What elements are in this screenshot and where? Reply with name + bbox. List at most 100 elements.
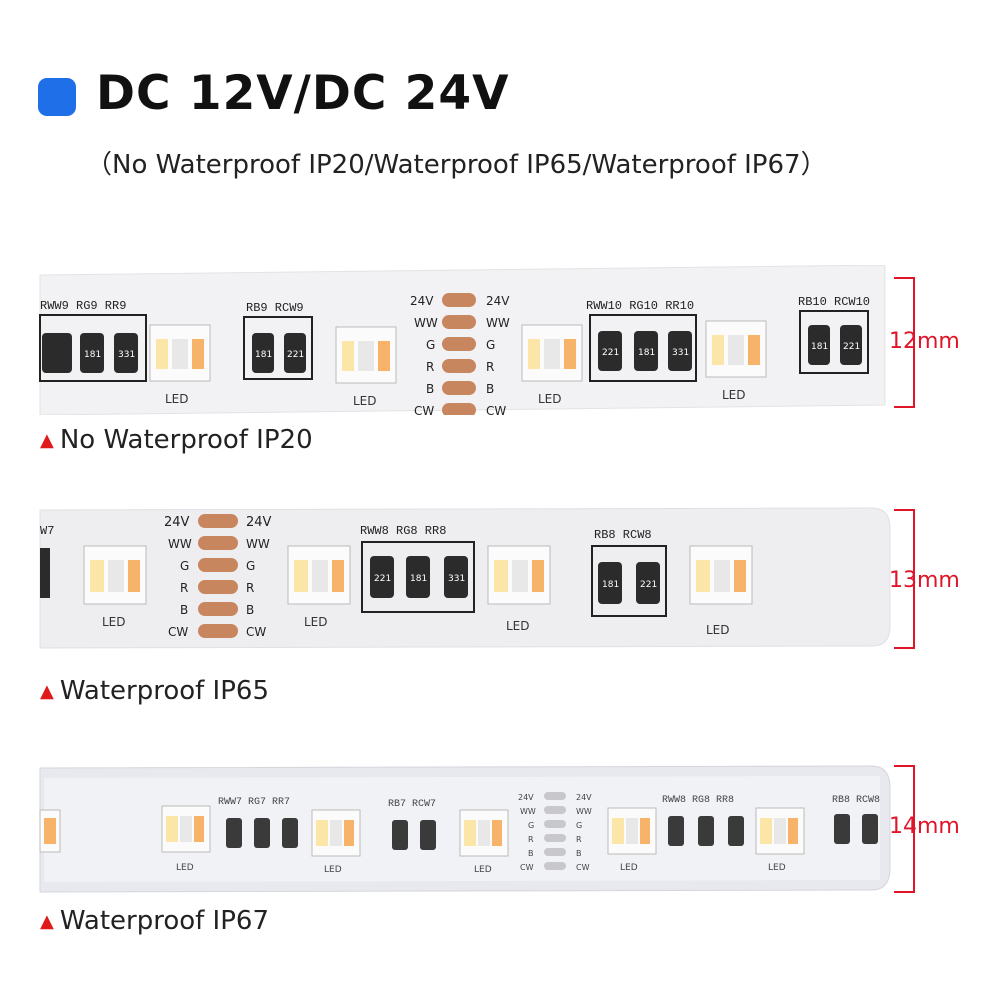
led-label: LED xyxy=(620,863,638,873)
resistor-code: 221 xyxy=(640,580,657,590)
strip-label: W7 xyxy=(40,524,54,538)
dimension-bracket xyxy=(894,765,915,893)
resistor-code: 221 xyxy=(843,342,860,352)
pad-label: 24V xyxy=(486,294,510,308)
triangle-icon: ▲ xyxy=(40,681,54,702)
strip-label: RWW9 RG9 RR9 xyxy=(40,299,126,313)
resistor-code: 331 xyxy=(118,350,135,360)
pad-label: G xyxy=(426,338,435,352)
resistor-code: 181 xyxy=(602,580,619,590)
led-chip: LED xyxy=(521,324,583,406)
resistor-group xyxy=(226,818,298,848)
pad-label: B xyxy=(528,849,534,858)
led-chip: LED xyxy=(689,545,753,637)
led-label: LED xyxy=(538,392,562,406)
resistor-code: 221 xyxy=(287,350,304,360)
strip-label: RWW10 RG10 RR10 xyxy=(586,299,694,313)
pad-label: CW xyxy=(246,625,266,639)
led-chip xyxy=(39,809,61,853)
strip-ip67: RWW7 RG7 RR7 RB7 RCW7 RWW8 RG8 RR8 RB8 R… xyxy=(0,760,1000,936)
resistor-group: 181 221 xyxy=(591,545,667,617)
led-chip: LED xyxy=(755,807,805,873)
pad-label: 24V xyxy=(246,515,272,530)
strip-label: RB7 RCW7 xyxy=(388,799,436,810)
resistor-code: 221 xyxy=(602,348,619,358)
resistor-code: 331 xyxy=(448,574,465,584)
led-chip: LED xyxy=(83,545,147,629)
resistor-group: 221 181 331 xyxy=(361,541,475,613)
pad-label: B xyxy=(576,849,582,858)
pad-label: G xyxy=(246,559,255,573)
dimension-bracket xyxy=(894,277,915,408)
strip-label: RB8 RCW8 xyxy=(832,795,880,806)
strip-caption: ▲Waterproof IP67 xyxy=(40,906,269,936)
led-label: LED xyxy=(722,388,746,402)
strip-label: RWW8 RG8 RR8 xyxy=(662,795,734,806)
led-label: LED xyxy=(165,392,189,406)
pad-label: WW xyxy=(414,316,438,330)
resistor-group: 181 331 xyxy=(39,314,147,382)
resistor-code: 181 xyxy=(84,350,101,360)
triangle-icon: ▲ xyxy=(40,430,54,451)
led-label: LED xyxy=(474,865,492,875)
pad-label: CW xyxy=(486,404,506,415)
led-chip: LED xyxy=(459,809,509,875)
pad-label: G xyxy=(576,821,582,830)
pad-label: G xyxy=(180,559,189,573)
strip-label: RB9 RCW9 xyxy=(246,301,304,315)
resistor-code: 181 xyxy=(410,574,427,584)
led-label: LED xyxy=(353,394,377,408)
pad-label: CW xyxy=(520,863,534,872)
pad-label: WW xyxy=(576,807,592,816)
solder-pads: 24V WW G R B CW 24V WW G R B CW xyxy=(518,792,592,872)
pad-label: R xyxy=(486,360,494,374)
resistor-code: 181 xyxy=(811,342,828,352)
strip-label: RB8 RCW8 xyxy=(594,528,652,542)
led-chip: LED xyxy=(487,545,551,633)
pad-label: WW xyxy=(246,537,270,551)
width-label: 12mm xyxy=(889,329,960,354)
resistor-group xyxy=(392,820,436,850)
led-chip: LED xyxy=(335,326,397,408)
resistor-group: 181 221 xyxy=(243,316,313,380)
strip-label: RB10 RCW10 xyxy=(798,295,870,309)
resistor-group xyxy=(668,816,744,846)
pad-label: B xyxy=(426,382,434,396)
resistor-code: 331 xyxy=(672,348,689,358)
led-label: LED xyxy=(102,615,126,629)
pad-label: CW xyxy=(414,404,434,415)
led-chip: LED xyxy=(311,809,361,875)
pad-label: 24V xyxy=(410,294,434,308)
triangle-icon: ▲ xyxy=(40,911,54,932)
strip-ip65: W7 RWW8 RG8 RR8 RB8 RCW8 221 181 331 181… xyxy=(0,498,1000,706)
resistor-code: 181 xyxy=(255,350,272,360)
resistor-edge xyxy=(40,548,50,598)
resistor-group: 221 181 331 xyxy=(589,314,697,382)
page-title: DC 12V/DC 24V xyxy=(96,66,510,121)
strip-caption: ▲Waterproof IP65 xyxy=(40,676,269,706)
resistor-group: 181 221 xyxy=(799,310,869,374)
led-label: LED xyxy=(506,619,530,633)
pad-label: G xyxy=(486,338,495,352)
pad-label: B xyxy=(486,382,494,396)
pad-label: 24V xyxy=(576,793,592,802)
pad-label: R xyxy=(246,581,254,595)
pad-label: WW xyxy=(168,537,192,551)
pad-label: B xyxy=(246,603,254,617)
strip-ip20: RWW9 RG9 RR9 RB9 RCW9 RWW10 RG10 RR10 RB… xyxy=(0,265,1000,455)
strip-caption-text: Waterproof IP65 xyxy=(59,676,269,706)
led-label: LED xyxy=(706,623,730,637)
pad-label: WW xyxy=(520,807,536,816)
solder-pads: 24V WW G R B CW 24V WW G R B CW xyxy=(164,514,272,639)
pad-label: G xyxy=(528,821,534,830)
led-chip: LED xyxy=(705,320,767,402)
strip-label: RWW8 RG8 RR8 xyxy=(360,524,446,538)
led-label: LED xyxy=(176,863,194,873)
strip-caption: ▲No Waterproof IP20 xyxy=(40,425,313,455)
led-chip: LED xyxy=(149,324,211,406)
width-label: 14mm xyxy=(889,814,960,839)
solder-pads: 24V WW G R B CW 24V WW G R B CW xyxy=(410,293,510,415)
led-label: LED xyxy=(768,863,786,873)
pad-label: 24V xyxy=(518,793,534,802)
pad-label: R xyxy=(180,581,188,595)
